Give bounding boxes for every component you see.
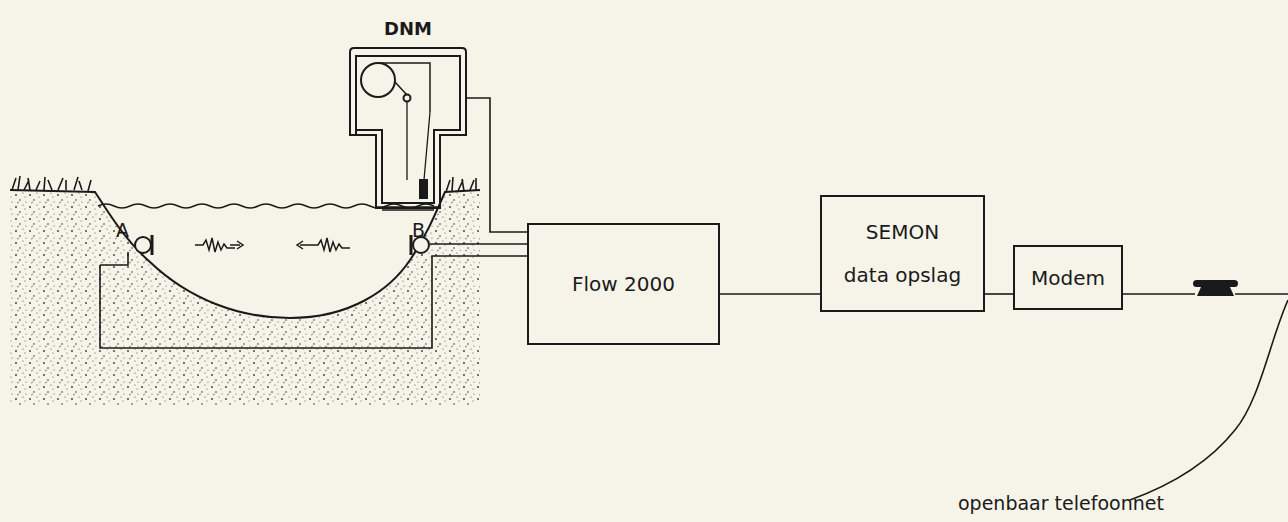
process-box: Flow 2000 [527,223,720,345]
node-subtitle: data opslag [844,263,961,287]
network-label: openbaar telefoonnet [958,492,1164,514]
sensor-label: A [116,219,129,241]
signal-cable [720,294,820,295]
process-box: Modem [1013,245,1123,310]
instrument-node: DNM [348,14,468,214]
node-title: DNM [384,18,432,39]
node-title: Modem [1031,266,1105,290]
phone-line [1123,293,1195,295]
node-title: Flow 2000 [572,272,675,296]
process-box: SEMON data opslag [820,195,985,312]
sensor-label: B [412,219,425,241]
signal-cable [985,294,1013,295]
signal-cable [466,98,527,232]
node-title: SEMON [866,220,939,244]
